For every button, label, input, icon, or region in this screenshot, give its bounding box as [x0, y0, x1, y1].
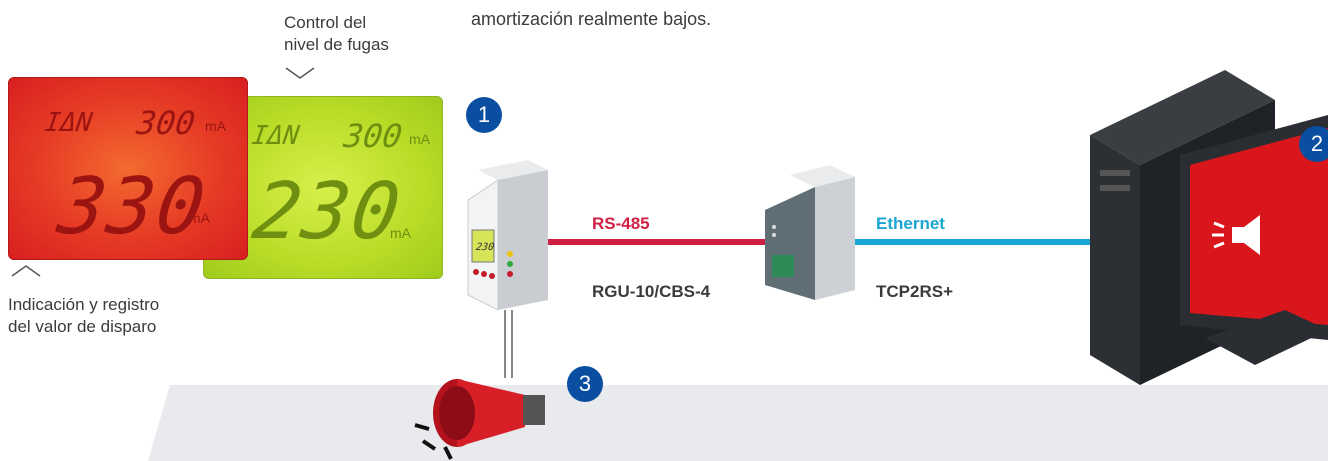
badge-2: 2: [1299, 126, 1328, 162]
trip-label: Indicación y registro del valor de dispa…: [8, 294, 159, 338]
green-reading-unit: mA: [390, 225, 411, 241]
chevron-down-icon: [285, 67, 315, 79]
siren-icon: [414, 379, 545, 460]
computer-icon: [1090, 70, 1328, 385]
red-display: IΔN 300 mA 330 mA: [8, 77, 248, 260]
rgu-screen-value: 230: [475, 242, 495, 253]
header-fragment: amortización realmente bajos.: [471, 9, 712, 29]
leak-control-label: Control del nivel de fugas: [284, 12, 389, 56]
green-setpoint-unit: mA: [409, 131, 430, 147]
rgu-device-label: RGU-10/CBS-4: [592, 282, 711, 301]
tcp-device-icon: [765, 165, 855, 300]
badge-1: 1: [466, 97, 502, 133]
rgu-device-icon: [467, 160, 548, 311]
trip-line-2: del valor de disparo: [8, 317, 157, 336]
badge-3: 3: [567, 366, 603, 402]
leak-control-line-2: nivel de fugas: [284, 35, 389, 54]
speaker-icon: [1212, 215, 1260, 255]
leak-control-line-1: Control del: [284, 13, 367, 32]
rs485-label: RS-485: [592, 214, 650, 233]
red-reading-unit: mA: [189, 210, 210, 226]
red-setpoint-unit: mA: [205, 118, 226, 134]
chevron-up-icon: [11, 265, 41, 277]
ethernet-label: Ethernet: [876, 214, 945, 233]
trip-line-1: Indicación y registro: [8, 295, 160, 314]
tcp-device-label: TCP2RS+: [876, 282, 953, 301]
